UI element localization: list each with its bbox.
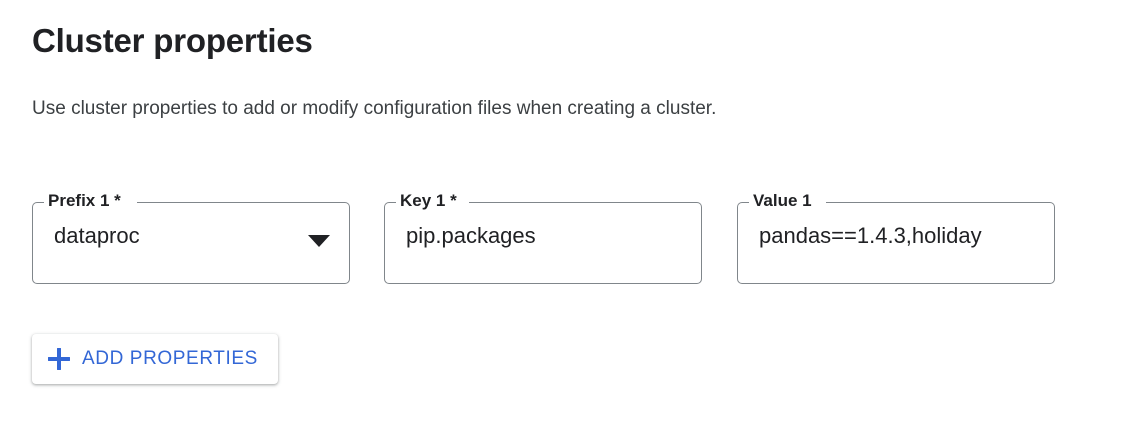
prefix-select-value[interactable]: dataproc: [54, 223, 140, 248]
add-properties-button[interactable]: ADD PROPERTIES: [32, 334, 278, 384]
dropdown-arrow-icon[interactable]: [308, 235, 330, 247]
key-field-label: Key 1 *: [396, 190, 461, 212]
key-input-value[interactable]: pip.packages: [406, 223, 536, 248]
value-input-field[interactable]: Value 1 pandas==1.4.3,holiday: [737, 190, 1055, 284]
value-input-value[interactable]: pandas==1.4.3,holiday: [759, 223, 982, 248]
prefix-select-field[interactable]: Prefix 1 * dataproc: [32, 190, 350, 284]
key-input-field[interactable]: Key 1 * pip.packages: [384, 190, 702, 284]
prefix-field-label: Prefix 1 *: [44, 190, 125, 212]
add-properties-button-label: ADD PROPERTIES: [82, 348, 258, 369]
value-field-label: Value 1: [749, 190, 816, 212]
plus-icon: [48, 348, 70, 370]
page-title: Cluster properties: [32, 22, 313, 59]
section-description: Use cluster properties to add or modify …: [32, 98, 717, 119]
